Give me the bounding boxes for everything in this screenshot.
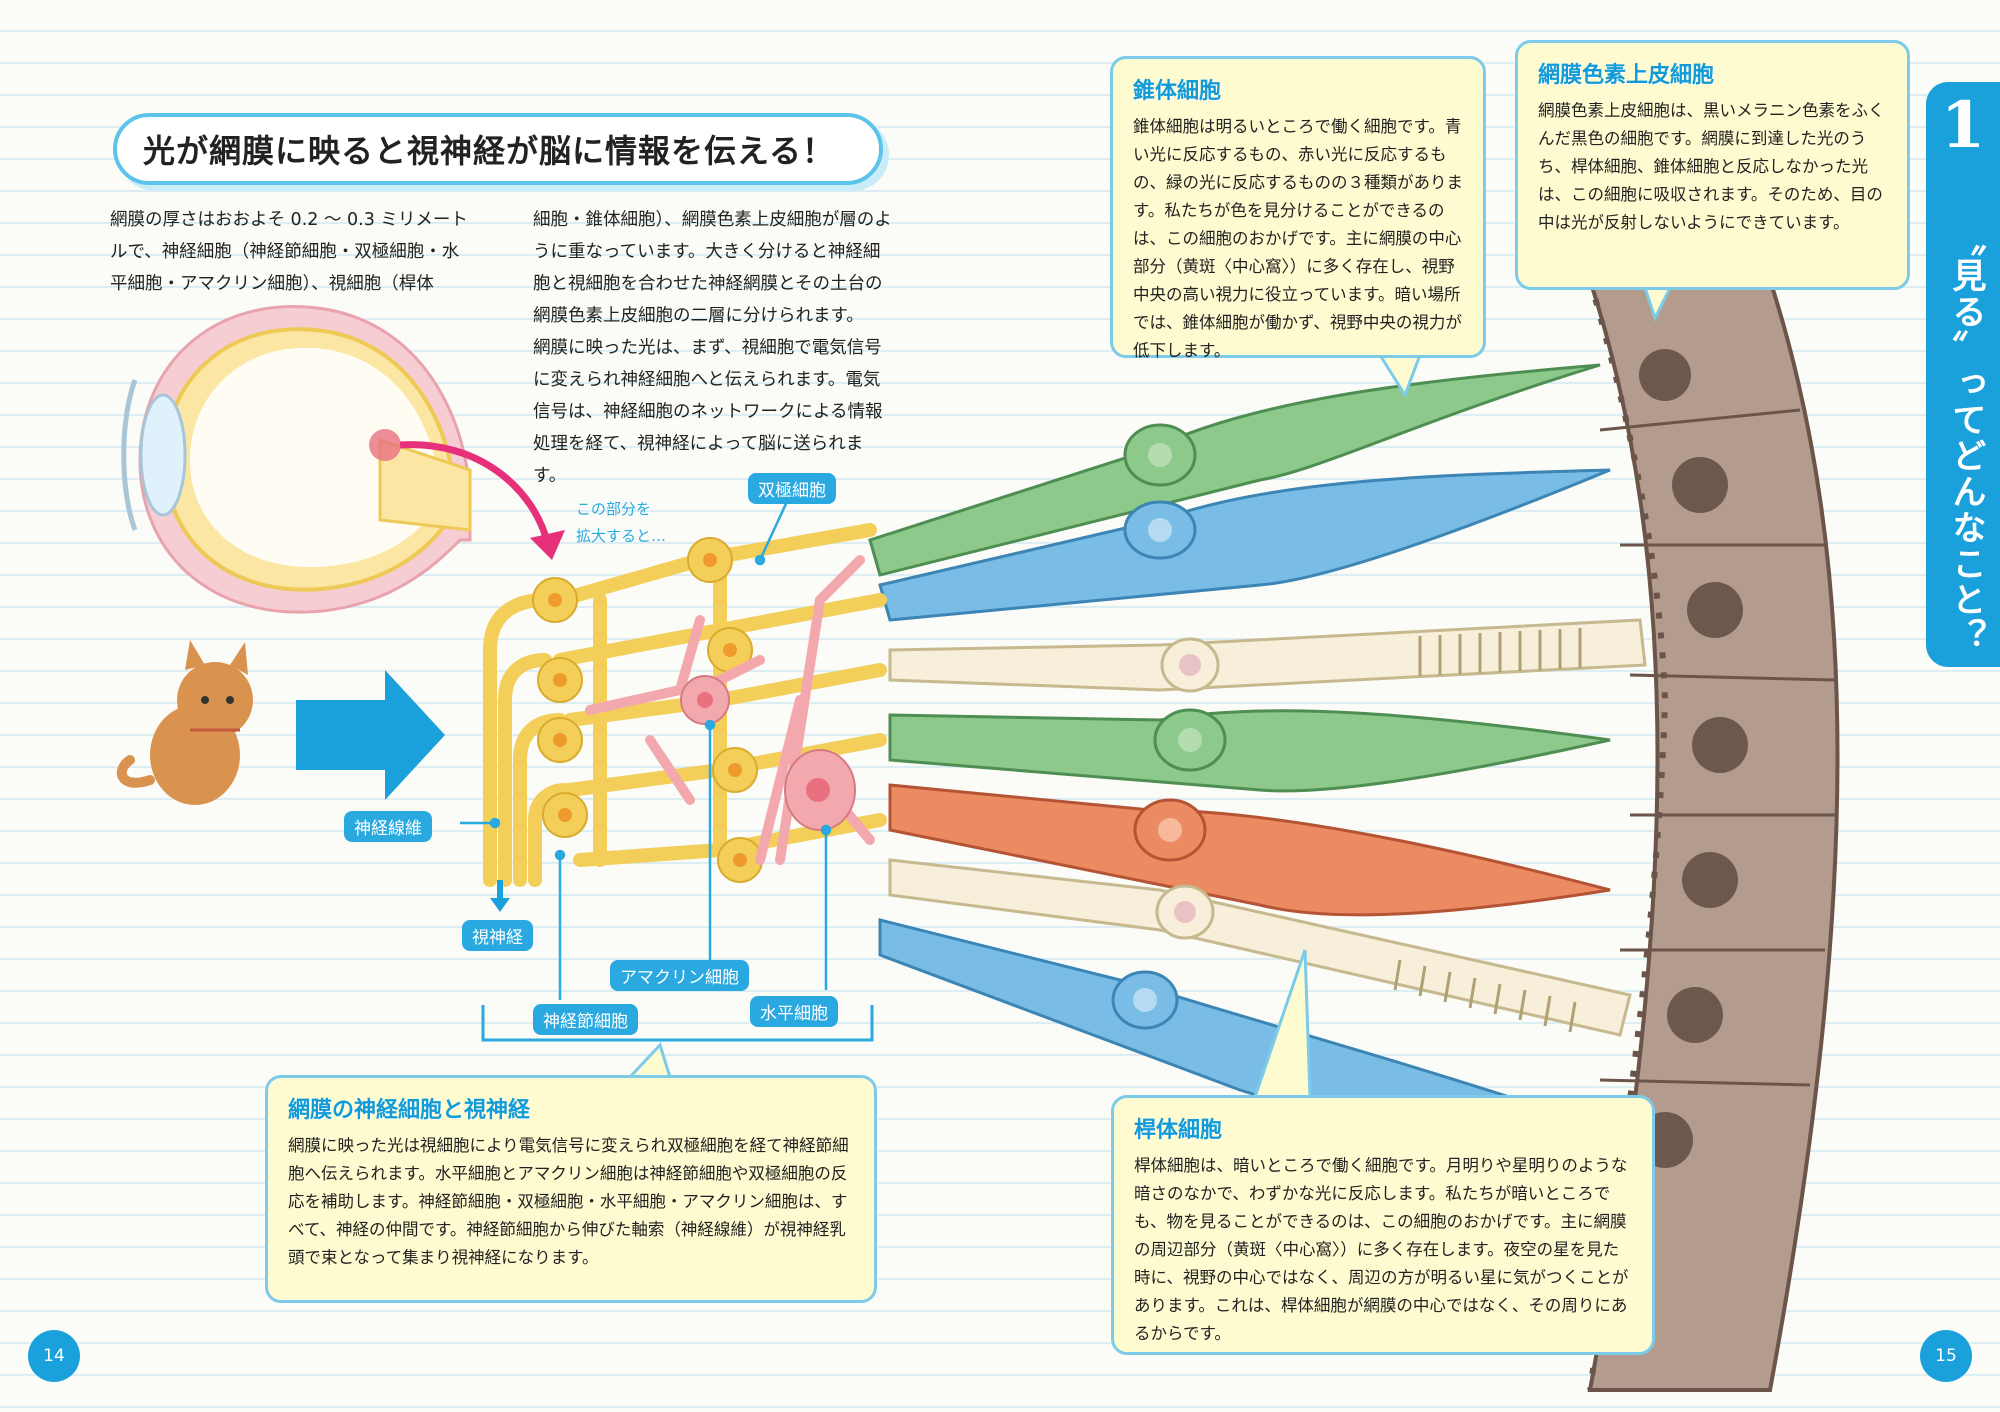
callout-cone-text: 錐体細胞は明るいところで働く細胞です。青い光に反応するもの、赤い光に反応するもの… bbox=[1133, 117, 1463, 360]
callout-cone-title: 錐体細胞 bbox=[1133, 79, 1222, 104]
callout-neural-cells: 網膜の神経細胞と視神経 網膜に映った光は視細胞により電気信号に変えられ双極細胞を… bbox=[265, 1075, 877, 1303]
page-heading-box: 光が網膜に映ると視神経が脳に情報を伝える！ bbox=[113, 113, 883, 185]
callout-neural-title: 網膜の神経細胞と視神経 bbox=[288, 1098, 531, 1123]
callout-rod-cell: 桿体細胞 桿体細胞は、暗いところで働く細胞です。月明りや星明りのような暗さのなか… bbox=[1111, 1095, 1655, 1355]
intro-text-col2-para2: 網膜に映った光は、まず、視細胞で電気信号に変えられ神経細胞へと伝えられます。電気… bbox=[533, 338, 883, 486]
intro-text-col2-para1: 細胞・錐体細胞）、網膜色素上皮細胞が層のように重なっています。大きく分けると神経… bbox=[533, 210, 892, 326]
callout-rpe-title: 網膜色素上皮細胞 bbox=[1538, 63, 1715, 88]
eye-cross-section bbox=[121, 305, 472, 614]
callout-cone-cell: 錐体細胞 錐体細胞は明るいところで働く細胞です。青い光に反応するもの、赤い光に反… bbox=[1110, 56, 1486, 360]
chapter-side-tab: 1 〝見る〟ってどんなこと？ bbox=[1926, 82, 2000, 667]
callout-rpe-cell: 網膜色素上皮細胞 網膜色素上皮細胞は、黒いメラニン色素をふくんだ黒色の細胞です。… bbox=[1515, 40, 1910, 290]
ganglion-cells bbox=[532, 537, 763, 883]
page-heading: 光が網膜に映ると視神経が脳に情報を伝える！ bbox=[143, 132, 836, 170]
callout-pointers bbox=[628, 287, 1672, 1098]
callout-neural-text: 網膜に映った光は視細胞により電気信号に変えられ双極細胞を経て神経節細胞へ伝えられ… bbox=[288, 1136, 849, 1267]
enlarge-arrowhead bbox=[530, 530, 565, 560]
label-horizontal-cell: 水平細胞 bbox=[750, 996, 838, 1027]
neural-bracket bbox=[481, 1005, 874, 1042]
label-nerve-fiber: 神経線維 bbox=[344, 811, 432, 842]
label-leader-lines bbox=[460, 494, 832, 1000]
light-direction-arrow bbox=[296, 670, 445, 800]
photoreceptor-cells bbox=[868, 363, 1647, 1125]
amacrine-cells bbox=[585, 555, 875, 865]
callout-rpe-text: 網膜色素上皮細胞は、黒いメラニン色素をふくんだ黒色の細胞です。網膜に到達した光の… bbox=[1538, 101, 1885, 232]
enlarge-note: この部分を 拡大すると… bbox=[576, 496, 666, 550]
enlarge-note-line1: この部分を bbox=[576, 500, 652, 518]
chapter-title: 〝見る〟ってどんなこと？ bbox=[1946, 222, 1986, 654]
enlarge-note-line2: 拡大すると… bbox=[576, 527, 667, 545]
page-number-right: 15 bbox=[1920, 1330, 1972, 1382]
intro-text-col2: 細胞・錐体細胞）、網膜色素上皮細胞が層のように重なっています。大きく分けると神経… bbox=[533, 204, 895, 492]
intro-text-col1: 網膜の厚さはおおよそ 0.2 ～ 0.3 ミリメートルで、神経細胞（神経節細胞・… bbox=[110, 210, 468, 294]
enlarge-arrow bbox=[399, 441, 552, 546]
label-amacrine-cell: アマクリン細胞 bbox=[610, 960, 749, 991]
label-ganglion-cell: 神経節細胞 bbox=[533, 1004, 638, 1035]
cat-illustration bbox=[116, 640, 253, 805]
callout-rod-text: 桿体細胞は、暗いところで働く細胞です。月明りや星明りのような暗さのなかで、わずか… bbox=[1134, 1156, 1629, 1343]
chapter-number: 1 bbox=[1940, 88, 1986, 163]
label-bipolar-cell: 双極細胞 bbox=[748, 473, 836, 504]
page-number-left: 14 bbox=[28, 1330, 80, 1382]
callout-rod-title: 桿体細胞 bbox=[1134, 1118, 1223, 1143]
label-optic-nerve: 視神経 bbox=[462, 920, 533, 951]
